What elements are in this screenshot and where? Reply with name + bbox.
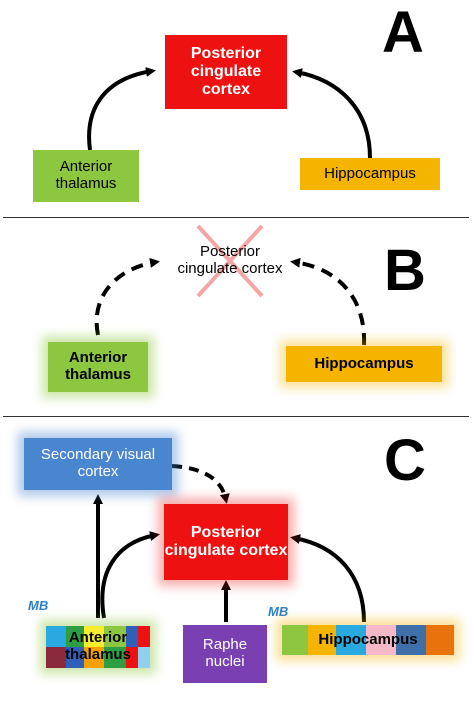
arrow-hipp-to-pcc-c [290, 534, 366, 623]
pcc-label-b: Posterior cingulate cortex [177, 243, 283, 277]
anterior-thalamus-box-a: Anterior thalamus [33, 150, 139, 202]
color-patchwork [46, 626, 150, 668]
secondary-visual-cortex-box: Secondary visual cortex [24, 438, 172, 490]
arrow-svc-to-pcc-c [171, 464, 230, 504]
divider-b-c [3, 416, 469, 417]
hippocampus-box-c: Hippocampus [282, 625, 454, 655]
mb-label-left: MB [28, 598, 49, 613]
pcc-box-a: Posterior cingulate cortex [165, 35, 287, 109]
hippocampus-label-c: Hippocampus [318, 630, 418, 648]
panel-letter-c: C [384, 428, 426, 493]
panel-letter-b: B [384, 238, 426, 303]
anterior-thalamus-label-c: Anterior thalamus [65, 629, 131, 663]
panel-letter-a: A [382, 0, 424, 65]
mb-label-right: MB [268, 604, 289, 619]
arrow-hipp-to-pcc-b [290, 257, 367, 346]
hippocampus-box-b: Hippocampus [286, 346, 442, 382]
raphe-nuclei-box: Raphe nuclei [183, 625, 267, 683]
divider-a-b [3, 217, 469, 218]
arrow-at-to-pcc-c [100, 531, 160, 619]
arrow-at-to-pcc-a [87, 67, 156, 151]
arrow-hipp-to-pcc-a [292, 68, 372, 159]
hippocampus-box-a: Hippocampus [300, 158, 440, 190]
anterior-thalamus-box-c: Anterior thalamus [46, 626, 150, 668]
anterior-thalamus-box-b: Anterior thalamus [48, 342, 148, 392]
pcc-box-c: Posterior cingulate cortex [164, 504, 288, 580]
color-patchwork [282, 625, 454, 655]
